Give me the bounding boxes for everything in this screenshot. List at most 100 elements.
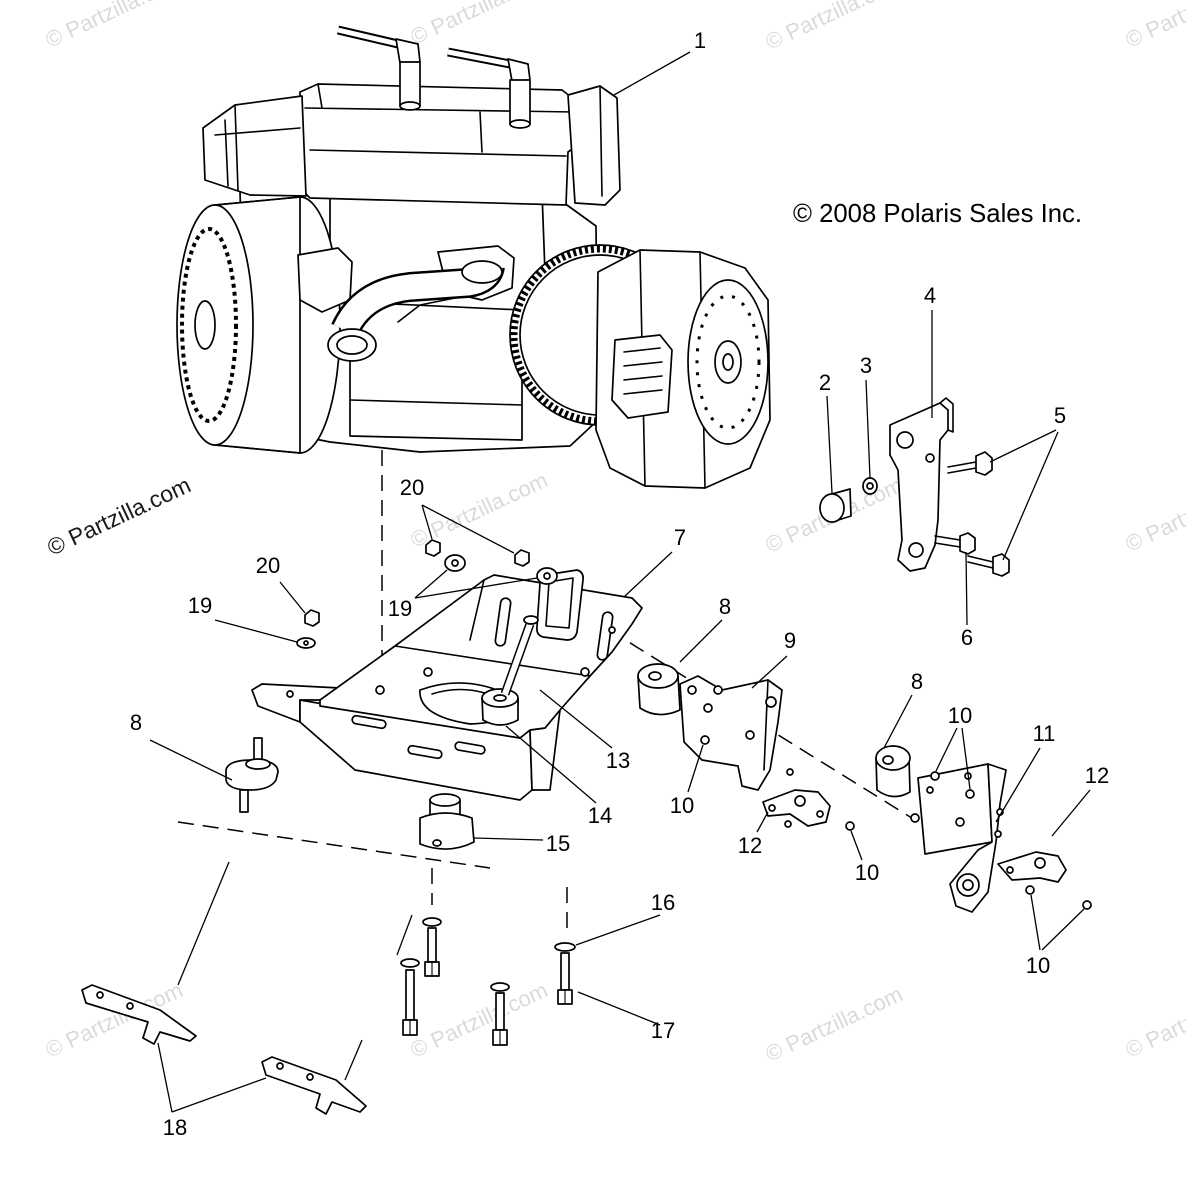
plate-slot	[596, 611, 614, 661]
exhaust-flange	[297, 247, 353, 313]
watermark: © Partzilla.com	[407, 977, 552, 1062]
nut-10	[910, 813, 920, 823]
plate-slot	[494, 597, 512, 647]
leader-lines	[149, 51, 1091, 1113]
bracket-12-hole	[768, 804, 776, 812]
bolt-5-head	[975, 451, 993, 476]
leader-line-20	[421, 504, 515, 554]
callout-19: 19	[388, 596, 412, 621]
watermark: © Partzilla.com	[1122, 471, 1186, 556]
washer-16	[422, 917, 442, 927]
rubber-mounts	[225, 663, 920, 850]
callout-5: 5	[1054, 403, 1066, 428]
washer-19-hole	[303, 640, 309, 646]
washer-16	[400, 958, 420, 968]
leader-line-18	[157, 1042, 267, 1113]
callout-8: 8	[130, 710, 142, 735]
leader-line-5	[989, 429, 1059, 561]
mount-15-hole	[432, 839, 442, 847]
upper-bracket-assembly	[819, 397, 1010, 577]
callout-8: 8	[719, 594, 731, 619]
leader-line-19	[214, 619, 298, 643]
leader-line-17	[577, 991, 661, 1026]
nut-10	[786, 768, 794, 776]
mount-8-center-hole	[648, 671, 662, 681]
mount-alignment-centerline	[544, 589, 916, 821]
assembly-line	[396, 914, 413, 956]
callout-20: 20	[256, 553, 280, 578]
leader-line-16	[575, 914, 661, 946]
bolt-6-head	[959, 532, 976, 555]
copyright-notice: © 2008 Polaris Sales Inc.	[793, 198, 1082, 228]
callout-1: 1	[694, 28, 706, 53]
bracket-11-bushing-bore	[962, 879, 974, 891]
callout-14: 14	[588, 803, 612, 828]
bolt-5-shank	[947, 461, 977, 474]
leader-line-10	[1030, 894, 1085, 951]
fuel-hose-inner	[337, 27, 399, 47]
leader-line-9	[751, 655, 788, 689]
bracket-18-hole	[96, 991, 104, 999]
leader-line-12	[756, 811, 769, 833]
callout-15: 15	[546, 831, 570, 856]
engine-assembly	[176, 25, 771, 489]
leader-line-13	[539, 689, 613, 749]
engine-intake	[202, 95, 307, 197]
callout-10: 10	[855, 860, 879, 885]
nut-10	[700, 735, 710, 745]
engine-side-bracket	[567, 85, 621, 206]
callout-17: 17	[651, 1018, 675, 1043]
intake-detail-line	[214, 104, 301, 191]
bracket-12-hole	[794, 795, 806, 807]
watermark: © Partzilla.com	[762, 981, 907, 1066]
leader-line-20	[279, 581, 306, 614]
bracket-18-hole	[126, 1002, 134, 1010]
washer-19-hole	[543, 572, 551, 580]
bracket-18-hole	[276, 1062, 284, 1070]
lower-mount-centerline	[177, 821, 491, 869]
watermark: © Partzilla.com	[407, 0, 552, 50]
plate-left-rail	[251, 683, 341, 723]
washer-16	[490, 982, 510, 992]
bolt-5-head	[992, 553, 1010, 577]
bracket-11-plate	[917, 763, 993, 855]
bolt-17-shank	[495, 992, 505, 1031]
flange-slot	[351, 714, 387, 730]
callout-18: 18	[163, 1115, 187, 1140]
bracket-4-hole	[908, 542, 924, 558]
clutch-spring	[623, 347, 663, 395]
flange-slot	[454, 741, 486, 755]
bracket-12-center	[762, 789, 831, 827]
leader-line-10	[850, 830, 863, 861]
fuel-fitting-end	[509, 119, 531, 129]
callout-10: 10	[1026, 953, 1050, 978]
leader-line-2	[826, 395, 833, 494]
bracket-18	[81, 984, 197, 1045]
callout-4: 4	[924, 283, 936, 308]
plate-hole	[375, 685, 385, 695]
lower-hardware	[81, 917, 576, 1115]
leader-line-10	[687, 744, 704, 793]
nut-20	[425, 539, 441, 557]
bracket-9-bend	[763, 679, 769, 771]
nut-20	[514, 549, 530, 567]
watermark: © Partzilla.com	[1122, 977, 1186, 1062]
bolt-5-shank	[967, 555, 994, 569]
leader-line-12	[1051, 789, 1091, 837]
mount-15-top	[429, 793, 461, 807]
leader-line-15	[473, 837, 544, 841]
callout-12: 12	[738, 833, 762, 858]
watermark: © Partzilla.com	[762, 0, 907, 55]
callout-3: 3	[860, 353, 872, 378]
leader-line-8	[149, 739, 233, 781]
washer-16	[554, 942, 576, 952]
bolt-6-shank	[934, 535, 961, 548]
nut-10	[965, 789, 975, 799]
washer-19-hole	[451, 559, 459, 567]
exhaust-pipe-end	[461, 260, 503, 284]
watermark-main: © Partzilla.com	[43, 471, 194, 560]
nut-10	[1082, 900, 1092, 910]
leader-line-14	[505, 725, 597, 804]
fuel-fitting	[509, 79, 531, 125]
engine-plate-assembly	[251, 539, 643, 801]
